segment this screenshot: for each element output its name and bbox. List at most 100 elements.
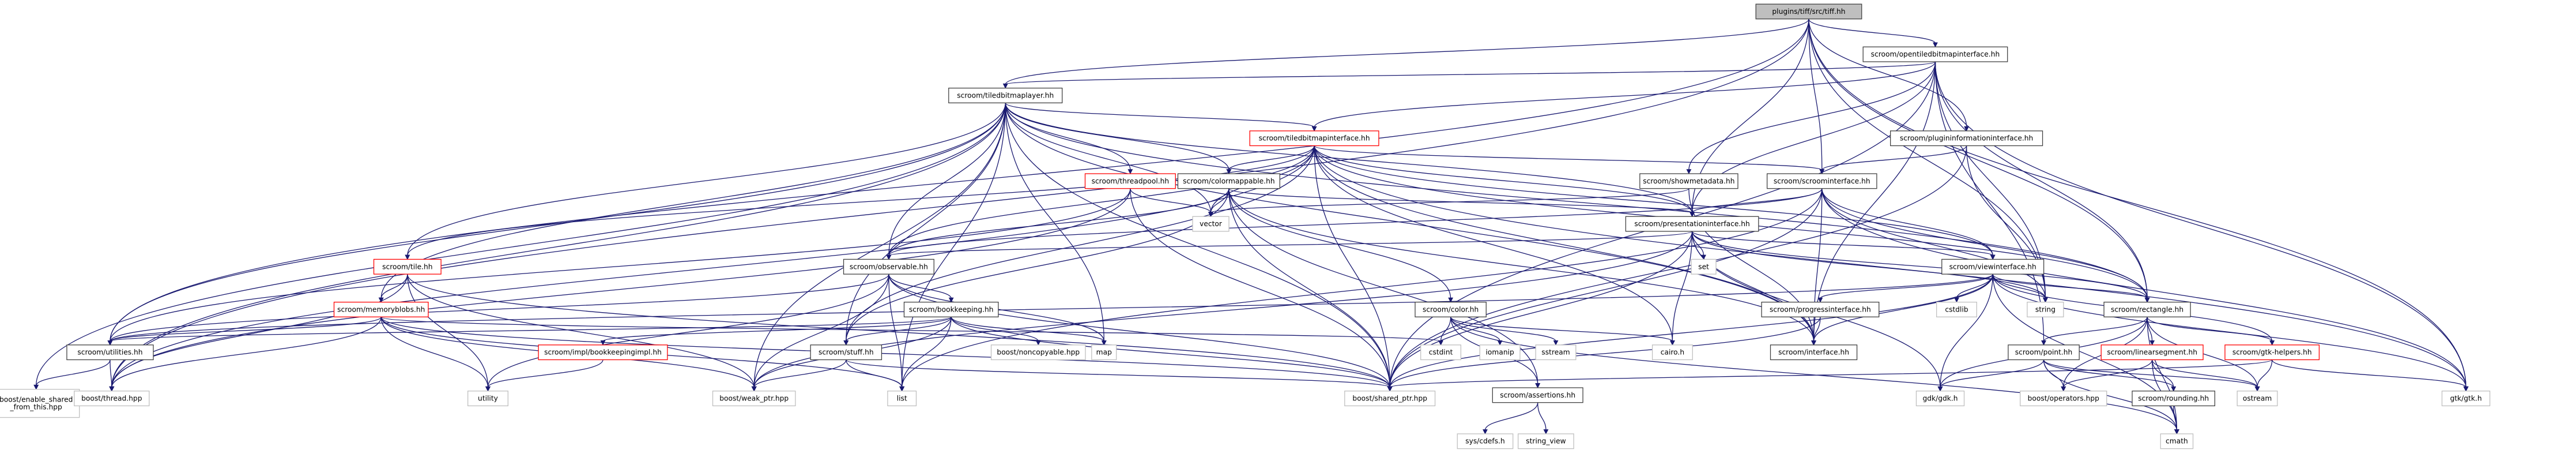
node-box (1770, 344, 1858, 361)
graph-node-assertions[interactable]: scroom/assertions.hh (1492, 387, 1583, 403)
graph-node-tile[interactable]: scroom/tile.hh (373, 258, 442, 275)
graph-node-utilities[interactable]: scroom/utilities.hh (66, 344, 154, 361)
node-label: scroom/viewinterface.hh (1949, 263, 2036, 271)
node-box (1249, 130, 1379, 147)
include-edge (888, 231, 1693, 256)
include-edge (1450, 316, 1673, 342)
include-edge (1389, 317, 1821, 388)
include-edge (36, 103, 1006, 386)
edge-arrowhead (600, 340, 606, 346)
node-label: cstdint (1429, 348, 1453, 357)
graph-node-point[interactable]: scroom/point.hh (2008, 344, 2080, 361)
node-box (74, 391, 150, 407)
node-label: scroom/memoryblobs.hh (337, 305, 425, 313)
include-edge (888, 145, 1315, 256)
include-edge (1691, 231, 1993, 256)
node-layer: plugins/tiff/src/tiff.hh scroom/opentiled… (0, 3, 2491, 449)
node-box (373, 258, 442, 275)
node-label: scroom/stuff.hh (819, 348, 874, 357)
include-edge (2173, 406, 2178, 430)
node-box (1518, 433, 1574, 449)
edge-arrowhead (1311, 126, 1317, 132)
graph-node-threadpool[interactable]: scroom/threadpool.hh (1084, 173, 1176, 189)
include-edge (1691, 231, 2046, 299)
graph-node-progress[interactable]: scroom/progressinterface.hh (1761, 301, 1880, 317)
graph-node-sstream: sstream (1535, 344, 1576, 361)
include-edge (36, 359, 111, 386)
node-label: scroom/gtk-helpers.hh (2232, 348, 2312, 357)
edge-arrowhead (1226, 169, 1232, 175)
include-edge (1314, 145, 1993, 256)
graph-node-memoryblobs[interactable]: scroom/memoryblobs.hh (333, 301, 429, 317)
node-label: boost/noncopyable.hpp (997, 348, 1080, 357)
edge-arrowhead (1553, 340, 1559, 346)
node-label: map (1096, 348, 1112, 357)
node-box (1535, 344, 1576, 361)
graph-node-viewinterface[interactable]: scroom/viewinterface.hh (1941, 258, 2045, 275)
node-box (467, 391, 508, 407)
graph-node-rectangle[interactable]: scroom/rectangle.hh (2103, 301, 2191, 317)
graph-node-stuff[interactable]: scroom/stuff.hh (810, 344, 882, 361)
include-edge (888, 274, 903, 388)
graph-node-tiff[interactable]: plugins/tiff/src/tiff.hh (1755, 3, 1862, 20)
graph-node-gtkhelpers[interactable]: scroom/gtk-helpers.hh (2224, 344, 2320, 361)
graph-node-tbi[interactable]: scroom/tiledbitmapinterface.hh (1249, 130, 1379, 147)
node-label: _from_this.hpp (10, 403, 62, 411)
graph-node-presentation[interactable]: scroom/presentationinterface.hh (1625, 216, 1759, 232)
edge-arrowhead (1817, 297, 1823, 303)
edge-arrowhead (751, 386, 757, 392)
edge-arrowhead (107, 340, 113, 346)
edge-arrowhead (1686, 169, 1692, 175)
graph-node-cairo: cairo.h (1651, 344, 1693, 361)
graph-node-observable[interactable]: scroom/observable.hh (843, 258, 934, 275)
edge-arrowhead (1670, 340, 1675, 346)
node-label: boost/weak_ptr.hpp (719, 395, 789, 403)
graph-node-linearsegment[interactable]: scroom/linearsegment.hh (2100, 344, 2204, 361)
node-box (1691, 258, 1717, 275)
graph-node-rounding[interactable]: scroom/rounding.hh (2132, 391, 2216, 407)
graph-node-bookkeeping[interactable]: scroom/bookkeeping.hh (903, 301, 999, 317)
include-edge (111, 145, 1315, 388)
include-edge (888, 188, 1229, 256)
graph-node-color[interactable]: scroom/color.hh (1415, 301, 1487, 317)
include-edge (1934, 62, 2466, 388)
node-box (1755, 3, 1862, 20)
node-label: scroom/bookkeeping.hh (909, 305, 994, 313)
node-box (66, 344, 154, 361)
graph-node-bkimpl[interactable]: scroom/impl/bookkeepingimpl.hh (538, 344, 668, 361)
include-edge (380, 316, 1442, 342)
edge-arrowhead (2171, 386, 2177, 392)
node-label: list (897, 395, 907, 403)
graph-node-scroominterface[interactable]: scroom/scroominterface.hh (1767, 173, 1877, 189)
graph-node-showmetadata[interactable]: scroom/showmetadata.hh (1639, 173, 1738, 189)
node-box (1192, 216, 1229, 232)
include-edge (1005, 103, 2148, 299)
node-box (2132, 391, 2216, 407)
include-edge (1314, 145, 1693, 213)
include-edge (888, 188, 1823, 256)
graph-node-thread: boost/thread.hpp (74, 391, 150, 407)
include-edge (1005, 61, 1936, 85)
graph-node-plugininfo[interactable]: scroom/plugininformationinterface.hh (1890, 130, 2043, 147)
include-edge (951, 317, 1390, 388)
graph-node-string: string (2027, 301, 2064, 317)
graph-node-ostream: ostream (2236, 391, 2278, 407)
include-edge (110, 18, 1809, 342)
include-edge (2152, 359, 2258, 388)
include-edge (111, 274, 408, 388)
include-edge (1228, 145, 1315, 171)
include-edge (1808, 18, 2148, 299)
node-box (903, 301, 999, 317)
include-edge (1821, 188, 2148, 299)
graph-node-interface[interactable]: scroom/interface.hh (1770, 344, 1858, 361)
graph-node-tbl[interactable]: scroom/tiledbitmaplayer.hh (948, 88, 1063, 103)
include-edge (888, 273, 952, 299)
node-box (843, 258, 934, 275)
graph-node-colormappable[interactable]: scroom/colormappable.hh (1177, 173, 1280, 189)
graph-node-opentiled[interactable]: scroom/opentiledbitmapinterface.hh (1862, 46, 2008, 62)
include-edge (111, 18, 1809, 388)
include-edge (1821, 188, 1993, 256)
node-box (333, 301, 429, 317)
edge-arrowhead (485, 386, 491, 392)
